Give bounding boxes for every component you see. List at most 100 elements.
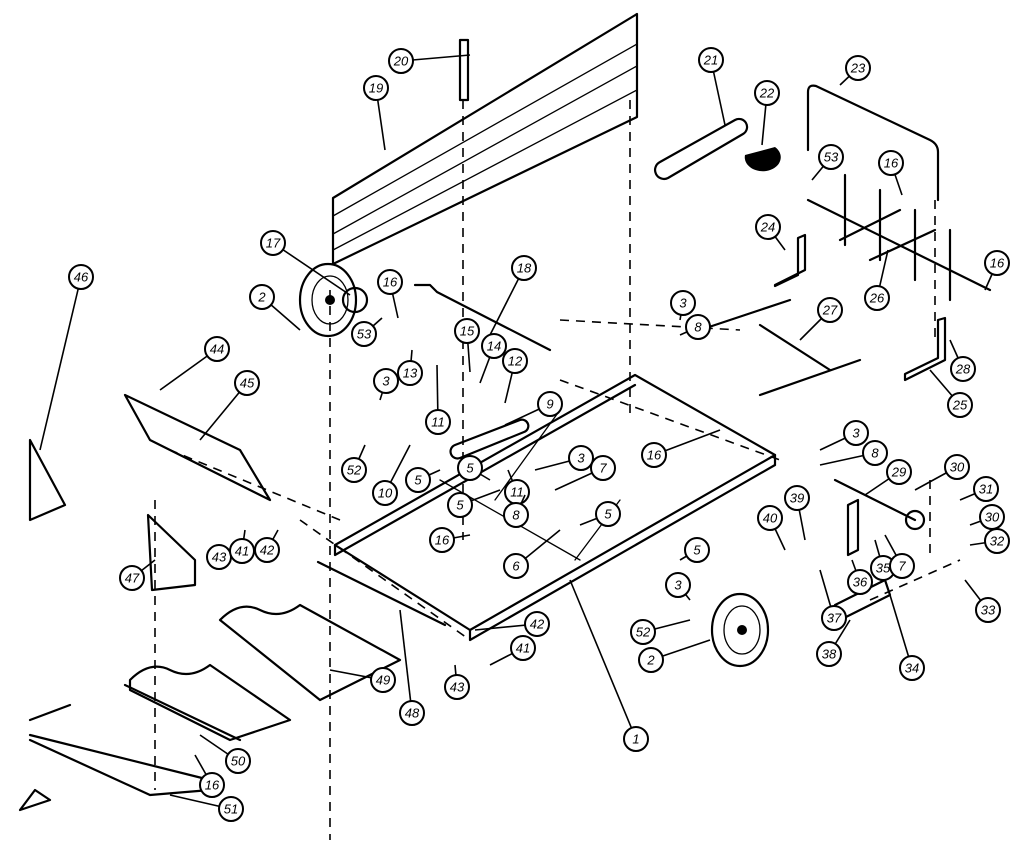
wheel-right	[710, 592, 770, 668]
callout-number: 31	[979, 482, 993, 497]
callout-number: 45	[240, 376, 255, 391]
callout-circle	[590, 455, 616, 481]
axle-tube	[449, 418, 530, 460]
callout-circle	[757, 505, 783, 531]
callout-circle	[847, 569, 873, 595]
callout-circle	[225, 748, 251, 774]
callout-circle	[363, 75, 389, 101]
callout-number: 30	[985, 510, 1000, 525]
callout-number: 29	[891, 465, 906, 480]
callout-30: 30	[914, 454, 970, 491]
wheel-left	[298, 262, 358, 338]
callout-circle	[684, 537, 710, 563]
callout-circle	[899, 655, 925, 681]
callout-3: 3	[670, 290, 696, 321]
callout-circle	[816, 641, 842, 667]
callout-number: 50	[231, 754, 246, 769]
callout-45: 45	[199, 370, 260, 441]
bar-48	[316, 560, 447, 627]
callout-circle	[481, 333, 507, 359]
callout-circle	[254, 537, 280, 563]
callout-circle	[843, 420, 869, 446]
callout-30: 30	[969, 504, 1005, 530]
callout-circle	[370, 667, 396, 693]
callout-circle	[864, 285, 890, 311]
callout-circle	[755, 214, 781, 240]
callout-1: 1	[569, 579, 649, 752]
callout-8: 8	[819, 440, 888, 466]
callout-circle	[199, 772, 225, 798]
callout-number: 8	[694, 320, 702, 335]
callout-41: 41	[489, 635, 536, 666]
callout-15: 15	[454, 318, 480, 373]
bracket-25	[903, 316, 947, 382]
callout-48: 48	[399, 609, 425, 726]
callout-7: 7	[554, 455, 616, 491]
callout-circle	[502, 348, 528, 374]
callout-number: 30	[950, 460, 965, 475]
callout-circle	[984, 528, 1010, 554]
callout-circle	[377, 269, 403, 295]
callout-number: 47	[125, 571, 140, 586]
callout-18: 18	[489, 255, 537, 336]
callout-16: 16	[878, 150, 904, 196]
callout-5: 5	[457, 455, 491, 481]
callout-5: 5	[405, 467, 441, 493]
bracket-24	[773, 233, 807, 288]
callout-22: 22	[754, 80, 780, 146]
callout-circle	[218, 796, 244, 822]
callout-number: 21	[703, 53, 718, 68]
callout-49: 49	[329, 667, 396, 693]
callout-33: 33	[964, 579, 1001, 623]
rod	[413, 283, 552, 352]
callout-16: 16	[429, 527, 471, 553]
callout-37: 37	[819, 569, 847, 631]
callout-number: 42	[530, 617, 545, 632]
callout-28: 28	[949, 339, 976, 382]
callout-number: 35	[876, 561, 891, 576]
callout-number: 34	[905, 661, 919, 676]
callout-number: 7	[898, 559, 906, 574]
callout-number: 5	[693, 543, 701, 558]
callout-9: 9	[504, 391, 563, 426]
callout-number: 41	[235, 544, 249, 559]
callout-number: 19	[369, 81, 383, 96]
callout-24: 24	[755, 214, 786, 251]
callout-39: 39	[784, 485, 810, 541]
callout-circle	[818, 144, 844, 170]
callout-number: 20	[393, 54, 409, 69]
callout-number: 6	[512, 559, 520, 574]
callout-38: 38	[816, 619, 851, 667]
callout-number: 2	[257, 290, 266, 305]
callout-circle	[630, 619, 656, 645]
callout-number: 3	[674, 578, 682, 593]
callout-32: 32	[969, 528, 1010, 554]
callout-16: 16	[641, 429, 721, 468]
callout-11: 11	[425, 364, 451, 435]
callout-number: 49	[376, 673, 390, 688]
callout-3: 3	[373, 368, 399, 401]
callout-number: 9	[546, 397, 553, 412]
callout-number: 5	[456, 498, 464, 513]
callout-number: 16	[205, 778, 220, 793]
callout-circle	[845, 55, 871, 81]
callout-36: 36	[847, 559, 873, 595]
callout-circle	[397, 360, 423, 386]
callout-circle	[641, 442, 667, 468]
callout-5: 5	[579, 501, 621, 527]
callout-41: 41	[229, 529, 255, 564]
callout-circle	[503, 502, 529, 528]
callout-circle	[984, 250, 1010, 276]
floor-plate	[218, 603, 402, 702]
callout-43: 43	[206, 544, 232, 570]
callout-31: 31	[959, 476, 999, 502]
callout-11: 11	[504, 469, 530, 505]
callout-23: 23	[839, 55, 871, 86]
callout-circle	[568, 445, 594, 471]
callout-circle	[950, 356, 976, 382]
callout-number: 3	[852, 426, 860, 441]
callout-number: 28	[955, 362, 971, 377]
callout-circle	[229, 538, 255, 564]
callout-circle	[670, 290, 696, 316]
